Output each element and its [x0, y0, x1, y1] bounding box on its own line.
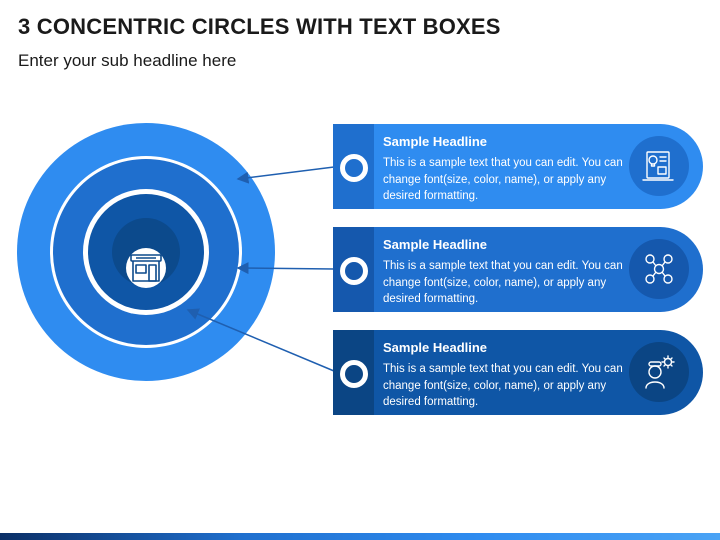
text-box-1: Sample Headline This is a sample text th… — [333, 124, 703, 209]
page-title: 3 CONCENTRIC CIRCLES WITH TEXT BOXES — [18, 14, 501, 39]
arrow-to-middle-circle — [236, 262, 335, 275]
person-gear-icon — [645, 355, 675, 389]
text-box-1-headline: Sample Headline — [383, 134, 488, 149]
text-box-2-headline: Sample Headline — [383, 237, 488, 252]
bottom-accent-bar — [0, 533, 720, 540]
page-subtitle: Enter your sub headline here — [18, 51, 237, 70]
ring-icon — [340, 154, 368, 182]
text-box-2-text: This is a sample text that you can edit.… — [383, 260, 623, 305]
text-box-3-badge — [629, 342, 689, 402]
text-box-1-text: This is a sample text that you can edit.… — [383, 157, 623, 202]
text-box-2: Sample Headline This is a sample text th… — [333, 227, 703, 312]
arrow-to-outer-circle — [236, 166, 335, 184]
ring-icon — [340, 360, 368, 388]
ring-icon — [340, 257, 368, 285]
arrow-to-inner-circle — [186, 308, 335, 372]
text-box-3-headline: Sample Headline — [383, 340, 488, 355]
storefront-icon — [130, 254, 162, 282]
text-box-3-text: This is a sample text that you can edit.… — [383, 363, 623, 408]
idea-board-icon — [642, 151, 674, 181]
team-network-icon — [645, 254, 673, 284]
text-box-1-badge — [629, 136, 689, 196]
text-box-3: Sample Headline This is a sample text th… — [333, 330, 703, 415]
text-box-2-badge — [629, 239, 689, 299]
